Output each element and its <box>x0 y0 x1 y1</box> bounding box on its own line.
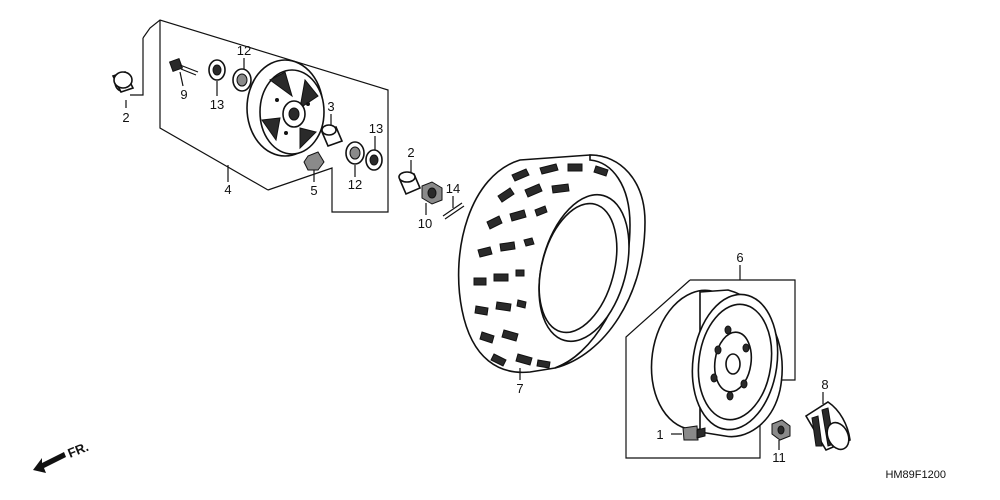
wheel-stud <box>168 57 199 76</box>
callout-12-lower: 12 <box>348 177 362 192</box>
distance-collar <box>320 124 344 148</box>
callout-7: 7 <box>516 381 523 396</box>
callout-14: 14 <box>446 181 460 196</box>
callout-9: 9 <box>180 87 187 102</box>
wheel-rim <box>650 289 783 438</box>
front-direction-arrow <box>33 452 66 473</box>
callout-13-lower: 13 <box>369 121 383 136</box>
callout-2-right: 2 <box>407 145 414 160</box>
castle-nut <box>421 181 443 205</box>
callout-12-upper: 12 <box>237 43 251 58</box>
callout-8: 8 <box>821 377 828 392</box>
cotter-pin <box>442 202 465 220</box>
collar-left <box>111 71 135 93</box>
hub-cap <box>804 401 851 452</box>
dust-seal-lower <box>365 149 383 171</box>
wheel-nut <box>771 419 791 441</box>
tire-valve <box>671 425 706 441</box>
figure-code: HM89F1200 <box>885 469 946 481</box>
bearing-lower <box>345 141 365 165</box>
bearing-upper <box>232 68 252 92</box>
tire <box>457 154 646 374</box>
dust-seal-upper <box>208 59 226 81</box>
leader-lines <box>125 58 824 450</box>
callout-1: 1 <box>656 427 663 442</box>
callout-11: 11 <box>772 450 786 465</box>
hub-nut <box>303 151 325 171</box>
hub-assembly-bracket <box>130 19 389 213</box>
callout-5: 5 <box>310 183 317 198</box>
callout-3: 3 <box>327 99 334 114</box>
callout-2-left: 2 <box>122 110 129 125</box>
collar-right <box>398 171 422 196</box>
callout-4: 4 <box>224 182 231 197</box>
brake-drum-hub <box>246 59 325 157</box>
callout-13-upper: 13 <box>210 97 224 112</box>
part-callouts: 2 9 13 12 3 13 12 5 4 2 14 10 7 6 8 1 11 <box>122 43 828 465</box>
callout-6: 6 <box>736 250 743 265</box>
callout-10: 10 <box>418 216 432 231</box>
front-direction-label: FR. <box>66 439 91 461</box>
